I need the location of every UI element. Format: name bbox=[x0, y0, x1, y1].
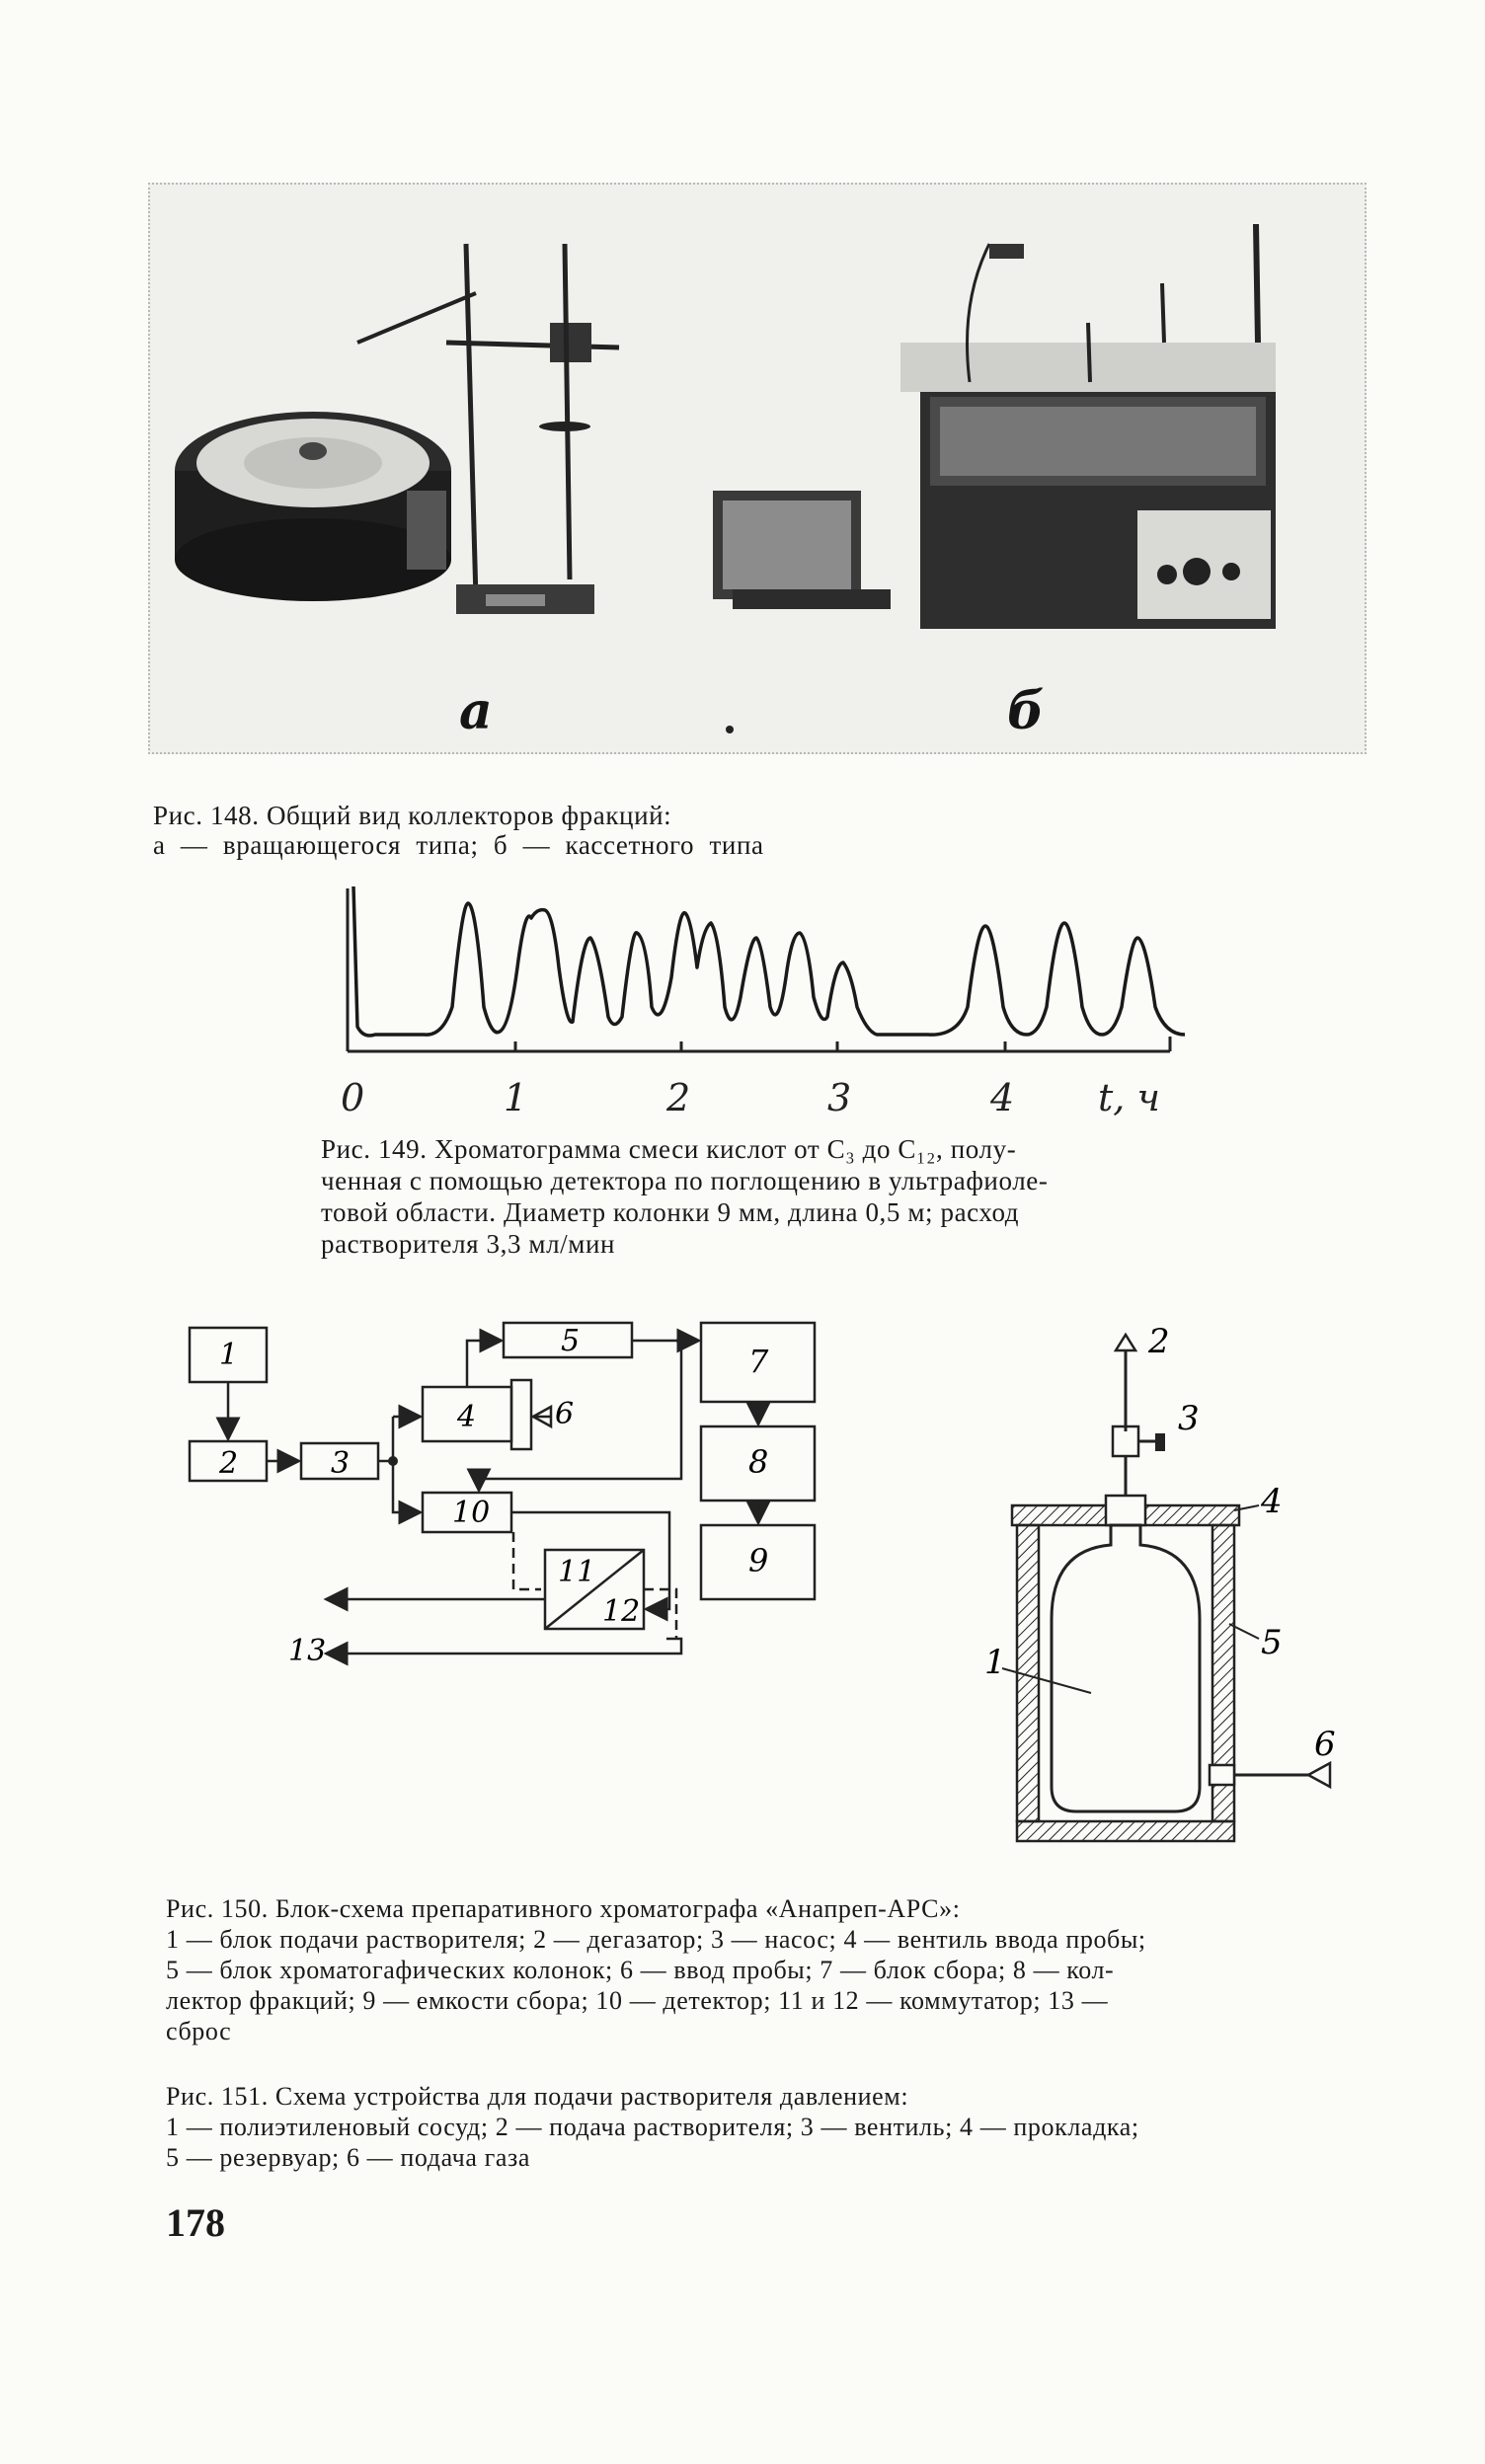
junction-dot-5 bbox=[676, 1336, 686, 1346]
axis-tick-label-3: 3 bbox=[827, 1076, 852, 1119]
rotating-collector-image bbox=[175, 243, 620, 614]
block-label-11: 11 bbox=[558, 1555, 595, 1589]
figure-150-caption: Рис. 150. Блок-схема препаративного хром… bbox=[166, 1893, 1400, 2046]
leader-4 bbox=[1233, 1504, 1260, 1511]
axis-tick-label-1: 1 bbox=[504, 1076, 528, 1119]
figure-149-caption: Рис. 149. Хроматограмма смеси кислот от … bbox=[321, 1133, 1210, 1260]
figure-149-caption-line-2: ченная с помощью детектора по поглощению… bbox=[321, 1166, 1049, 1195]
axis-tick-label-2: 2 bbox=[666, 1076, 691, 1119]
figure-149-chromatogram bbox=[346, 886, 1185, 1053]
vessel-label-6: 6 bbox=[1314, 1725, 1336, 1764]
lid-fitting bbox=[1104, 1494, 1147, 1527]
figure-148-caption-title: Рис. 148. Общий вид коллекторов фракций: bbox=[153, 801, 672, 830]
link-3-10 bbox=[391, 1417, 424, 1525]
block-label-1: 1 bbox=[219, 1338, 238, 1372]
axis-tick-label-0: 0 bbox=[341, 1076, 365, 1119]
gas-inlet-fitting bbox=[1208, 1763, 1236, 1787]
figure-149-caption-line-3: товой области. Диаметр колонки 9 мм, дли… bbox=[321, 1197, 1020, 1227]
figure-150-caption-line-2: 1 — блок подачи растворителя; 2 — дегаза… bbox=[166, 1925, 1146, 1954]
vessel-label-5: 5 bbox=[1261, 1623, 1283, 1662]
valve-3-knob bbox=[1155, 1433, 1165, 1451]
page-number: 178 bbox=[166, 2200, 225, 2245]
block-label-7: 7 bbox=[748, 1343, 769, 1380]
figure-151-vessel-diagram: 2 3 4 5 1 6 bbox=[984, 1323, 1336, 1843]
link-12-return bbox=[454, 1637, 683, 1656]
chromatogram-ticks bbox=[346, 1041, 1007, 1051]
figure-148-caption-body: а — вращающегося типа; б — кассетного ти… bbox=[153, 830, 764, 860]
block-label-4: 4 bbox=[456, 1400, 476, 1434]
figure-148-label-a: а bbox=[459, 681, 493, 741]
figure-151-caption-line-2: 1 — полиэтиленовый сосуд; 2 — подача рас… bbox=[166, 2113, 1139, 2141]
chromatogram-trace bbox=[352, 886, 1185, 1038]
figure-150-block-diagram: 1 2 3 4 5 6 7 8 9 10 11 12 13 bbox=[188, 1321, 817, 1668]
sample-inlet-icon bbox=[530, 1404, 553, 1429]
fraction-collectors-photo bbox=[175, 223, 1276, 629]
vessel-label-1: 1 bbox=[984, 1643, 1006, 1682]
valve-body bbox=[509, 1378, 533, 1451]
junction-dot-3 bbox=[388, 1456, 398, 1466]
figure-148-photo bbox=[148, 183, 1367, 754]
axis-tick-label-4: 4 bbox=[990, 1076, 1015, 1119]
figure-150-caption-line-3: 5 — блок хроматогафических колонок; 6 — … bbox=[166, 1956, 1115, 1984]
block-label-10: 10 bbox=[452, 1496, 490, 1530]
link-5-10 bbox=[466, 1341, 683, 1494]
cassette-collector-image bbox=[713, 223, 1276, 629]
link-10-11-dashed bbox=[511, 1532, 541, 1591]
figure-151-caption: Рис. 151. Схема устройства для подачи ра… bbox=[166, 2081, 1400, 2173]
gas-inlet-icon bbox=[1305, 1760, 1332, 1790]
link-10-12 bbox=[511, 1510, 671, 1622]
figure-148-label-b: б bbox=[1007, 681, 1045, 741]
figure-151-caption-line-1: Рис. 151. Схема устройства для подачи ра… bbox=[166, 2082, 909, 2111]
vessel-label-4: 4 bbox=[1260, 1482, 1283, 1521]
polyethylene-vessel-1 bbox=[1050, 1523, 1202, 1813]
figure-151-caption-line-3: 5 — резервуар; 6 — подача газа bbox=[166, 2143, 530, 2172]
figure-150-caption-line-5: сброс bbox=[166, 2017, 232, 2045]
vessel-label-2: 2 bbox=[1147, 1323, 1170, 1361]
block-label-6: 6 bbox=[555, 1397, 574, 1431]
figure-150-caption-line-4: лектор фракций; 9 — емкости сбора; 10 — … bbox=[166, 1986, 1109, 2015]
switch-diagonal bbox=[544, 1549, 645, 1630]
speck-dot bbox=[726, 726, 734, 733]
block-label-12: 12 bbox=[602, 1594, 640, 1629]
reservoir-bottom bbox=[1015, 1819, 1236, 1843]
block-label-2: 2 bbox=[218, 1446, 238, 1481]
link-12-dashed bbox=[644, 1587, 678, 1639]
block-label-8: 8 bbox=[748, 1443, 768, 1481]
block-label-9: 9 bbox=[748, 1542, 768, 1579]
figure-149-caption-line-4: растворителя 3,3 мл/мин bbox=[321, 1229, 616, 1259]
axis-unit-label: t, ч bbox=[1098, 1076, 1161, 1119]
figure-149-caption-line-1: Рис. 149. Хроматограмма смеси кислот от … bbox=[321, 1134, 1017, 1164]
link-4-5 bbox=[465, 1328, 505, 1387]
figure-150-caption-line-1: Рис. 150. Блок-схема препаративного хром… bbox=[166, 1894, 961, 1923]
leader-1 bbox=[1001, 1667, 1092, 1694]
block-label-5: 5 bbox=[561, 1324, 580, 1358]
block-label-13: 13 bbox=[288, 1634, 326, 1668]
leader-5 bbox=[1228, 1623, 1260, 1640]
solvent-outlet-icon bbox=[1113, 1332, 1138, 1352]
block-label-3: 3 bbox=[331, 1446, 350, 1481]
vessel-label-3: 3 bbox=[1178, 1399, 1200, 1438]
